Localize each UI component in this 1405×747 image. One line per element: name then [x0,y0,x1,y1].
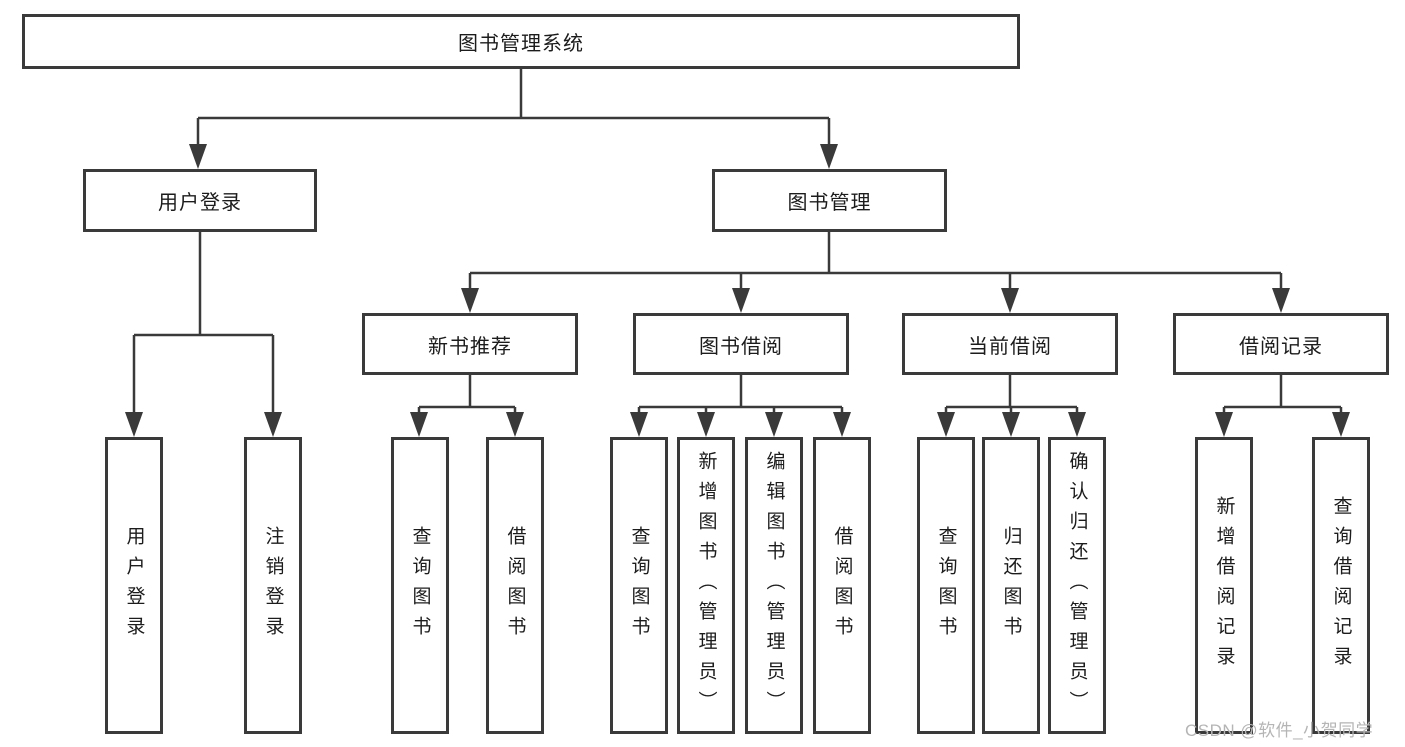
connector-borrow-records [1222,375,1343,416]
leaf-label: 借阅图书 [831,525,853,646]
arrowhead-icon [697,412,715,437]
connector-new-book [417,375,517,416]
leaf-label: 用户登录 [123,525,145,646]
arrowhead-icon [1332,412,1350,437]
leaf-query-books-borrow: 查询图书 [610,437,668,734]
node-book-management: 图书管理 [712,169,947,232]
connector-book-borrow [637,375,844,416]
leaf-label: 注销登录 [262,525,284,646]
arrowhead-icon [410,412,428,437]
leaf-label: 确认归还（管理员） [1066,450,1088,721]
node-current-borrow: 当前借阅 [902,313,1118,375]
arrowhead-icon [630,412,648,437]
leaf-query-borrow-record: 查询借阅记录 [1312,437,1370,734]
arrowhead-icon [1068,412,1086,437]
leaf-borrow-books-recommend: 借阅图书 [486,437,544,734]
node-root-system: 图书管理系统 [22,14,1020,69]
connector-book-management [468,232,1283,292]
connector-root [196,69,831,148]
leaf-label: 查询图书 [628,525,650,646]
leaf-user-login: 用户登录 [105,437,163,734]
arrowhead-icon [820,144,838,169]
leaf-logout: 注销登录 [244,437,302,734]
connector-user-login [132,232,275,416]
leaf-confirm-return-admin: 确认归还（管理员） [1048,437,1106,734]
leaf-label: 编辑图书（管理员） [763,450,785,721]
leaf-label: 新增借阅记录 [1213,495,1235,676]
csdn-watermark: CSDN @软件_小贺同学 [1185,721,1374,740]
node-book-borrow: 图书借阅 [633,313,849,375]
leaf-label: 查询图书 [935,525,957,646]
arrowhead-icon [1001,288,1019,313]
node-user-login: 用户登录 [83,169,317,232]
arrowhead-icon [506,412,524,437]
leaf-query-books-recommend: 查询图书 [391,437,449,734]
arrowhead-icon [1215,412,1233,437]
arrowhead-icon [937,412,955,437]
leaf-label: 查询图书 [409,525,431,646]
leaf-label: 新增图书（管理员） [695,450,717,721]
leaf-return-books: 归还图书 [982,437,1040,734]
node-borrow-records: 借阅记录 [1173,313,1389,375]
leaf-borrow-books: 借阅图书 [813,437,871,734]
leaf-query-books-current: 查询图书 [917,437,975,734]
arrowhead-icon [461,288,479,313]
arrowhead-icon [765,412,783,437]
arrowhead-icon [833,412,851,437]
leaf-add-books-admin: 新增图书（管理员） [677,437,735,734]
arrowhead-icon [1272,288,1290,313]
leaf-edit-books-admin: 编辑图书（管理员） [745,437,803,734]
arrowhead-icon [264,412,282,437]
connector-current-borrow [944,375,1079,416]
leaf-add-borrow-record: 新增借阅记录 [1195,437,1253,734]
arrowhead-icon [1002,412,1020,437]
arrowhead-icon [732,288,750,313]
leaf-label: 归还图书 [1000,525,1022,646]
arrowhead-icon [189,144,207,169]
arrowhead-icon [125,412,143,437]
leaf-label: 查询借阅记录 [1330,495,1352,676]
node-new-book-recommend: 新书推荐 [362,313,578,375]
leaf-label: 借阅图书 [504,525,526,646]
